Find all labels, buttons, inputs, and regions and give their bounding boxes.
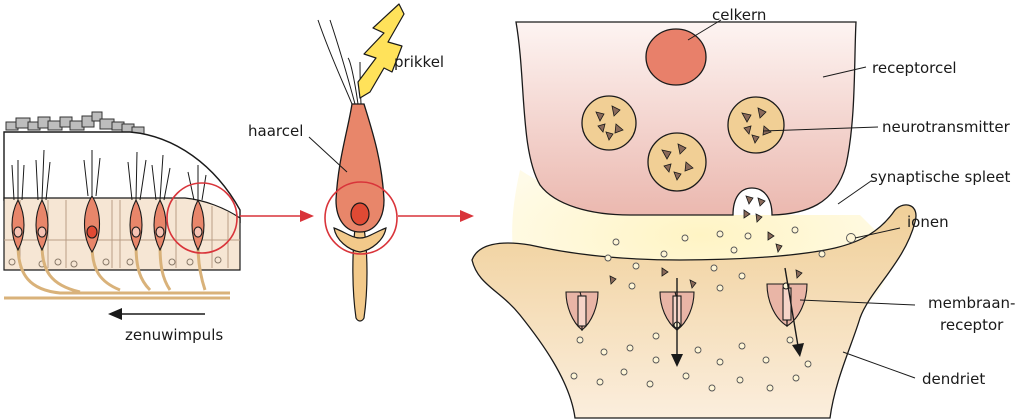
stereocilia-row [11, 149, 207, 201]
nerve-fibres [4, 244, 230, 300]
label-receptorcel: receptorcel [872, 59, 957, 77]
arrow-down-icon [671, 278, 683, 367]
otolith-layer [5, 111, 145, 135]
receptor-cell-shape [515, 21, 857, 216]
arrow-right-icon [398, 210, 474, 222]
label-membraanreceptor-line1: membraan- [928, 294, 1016, 312]
arrow-down-icon [784, 267, 804, 357]
single-hair-cell [308, 3, 405, 322]
vesicle [727, 96, 785, 154]
released-neurotransmitters [609, 195, 803, 289]
label-membraanreceptor-line2: receptor [940, 316, 1004, 334]
arrow-right-icon [240, 210, 314, 222]
ions [570, 226, 856, 392]
lightning-bolt-icon [357, 3, 405, 99]
highlight-circle-large [324, 181, 398, 255]
vesicles [581, 95, 785, 192]
hair-cell-cilia [317, 19, 362, 105]
label-zenuwimpuls: zenuwimpuls [125, 326, 224, 344]
leader-lines [687, 19, 916, 379]
vesicle [581, 95, 637, 151]
label-synaptische-spleet: synaptische spleet [870, 168, 1011, 186]
arrow-left-icon [108, 308, 205, 320]
label-dendriet: dendriet [922, 370, 986, 388]
hair-cells-row [11, 194, 205, 254]
label-celkern: celkern [712, 6, 767, 24]
highlight-circle-small [166, 182, 238, 254]
supporting-cells [3, 197, 241, 271]
cell-nucleus [645, 28, 707, 86]
label-ionen: ionen [907, 213, 949, 231]
organ-of-corti [3, 111, 241, 300]
membrane-receptor [565, 291, 599, 332]
synapse [471, 19, 917, 419]
label-haarcel: haarcel [248, 122, 304, 140]
label-prikkel: prikkel [394, 53, 445, 71]
label-neurotransmitter: neurotransmitter [882, 118, 1010, 136]
vesicle [647, 132, 707, 192]
